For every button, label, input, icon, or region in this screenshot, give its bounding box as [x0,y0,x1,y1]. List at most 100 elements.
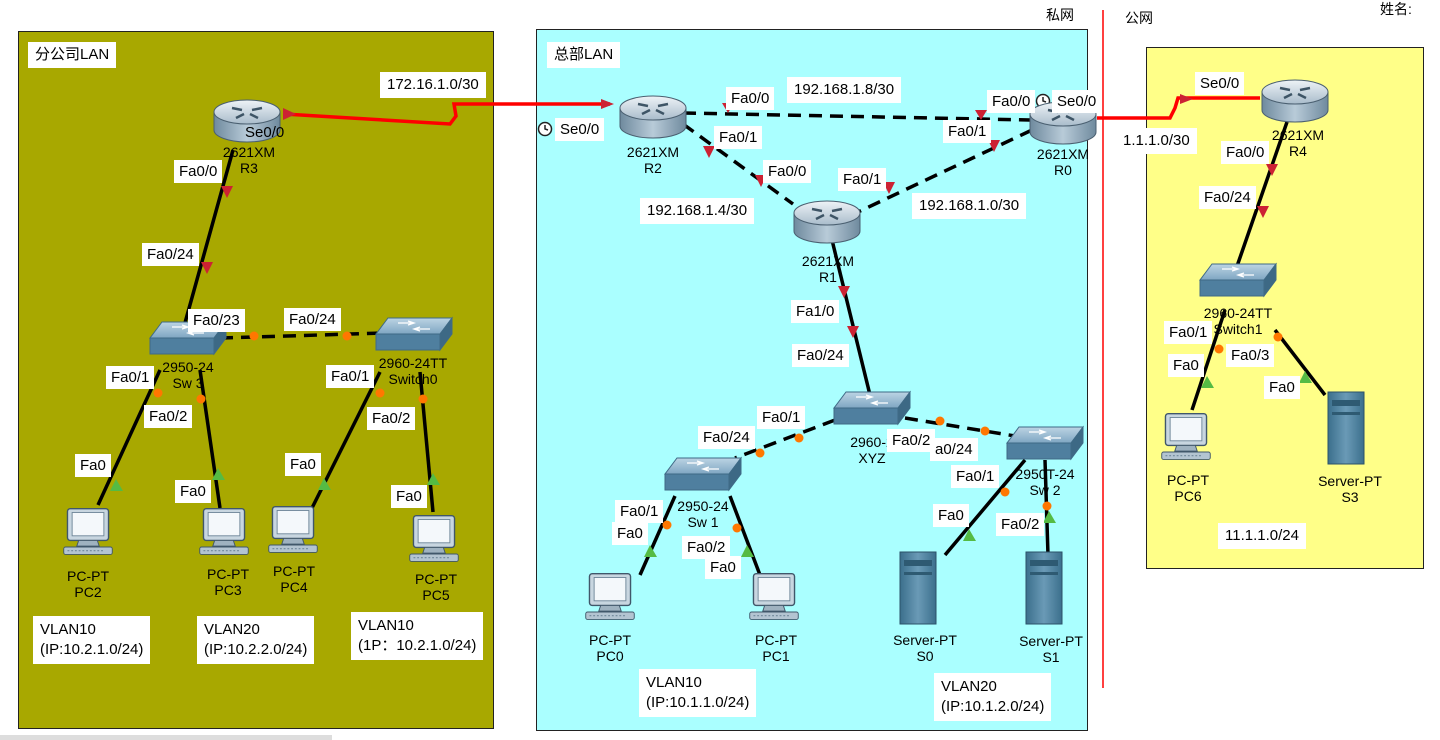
link-r3-sw3[interactable] [181,149,235,331]
port-label: Fa0/2 [996,513,1045,536]
subnet-label-r2-r0: 192.168.1.8/30 [787,77,902,103]
link-r2-r1[interactable] [681,122,795,206]
port-label: Se0/0 [1195,72,1245,95]
subnet-label-r3-r2: 172.16.1.0/30 [380,72,486,98]
link-up-markers [110,371,1312,557]
port-label: Fa0/24 [284,308,341,331]
link-sw3-pc2[interactable] [96,369,162,506]
subnet-label-r2-r1: 192.168.1.4/30 [640,198,755,224]
pc-icon-pc3[interactable] [199,508,249,556]
name-label: 姓名: [1376,0,1416,21]
port-label: Fa0/2 [144,405,193,428]
port-label: Fa0/0 [987,90,1036,113]
port-label: Fa0 [285,453,321,476]
link-xyz-sw1[interactable] [734,418,836,460]
router-icon-r1[interactable] [792,199,862,245]
link-sw1-pc0[interactable] [638,495,677,576]
port-label: Fa1/0 [791,300,840,323]
link-switch1-s3[interactable] [1273,328,1327,397]
port-label: Fa0/1 [951,465,1000,488]
link-r0-r1[interactable] [857,128,1033,214]
port-label: Fa0/1 [1164,321,1213,344]
switch-icon-switch0[interactable] [375,317,453,351]
port-label: Fa0 [933,504,969,527]
pc-icon-pc4[interactable] [268,506,318,554]
clock-icon [537,121,553,137]
port-label: Fa0 [391,485,427,508]
port-label: Fa0 [612,522,648,545]
subnet-label-public-lan: 11.1.1.0/24 [1218,523,1306,549]
vlan-label-pc01: VLAN10 (IP:10.1.1.0/24) [639,669,757,717]
port-label: Fa0/0 [726,87,775,110]
serial-link-r3-r2[interactable] [283,102,610,126]
link-sw3-pc3[interactable] [198,369,222,509]
server-icon-s0[interactable] [899,551,937,625]
switch-icon-switch1[interactable] [1199,263,1277,297]
server-icon-s1[interactable] [1025,551,1063,625]
port-label: Fa0/23 [188,309,245,332]
link-sw2-s0[interactable] [943,458,1027,557]
link-r2-r0[interactable] [682,111,1031,122]
port-label: Fa0/0 [174,160,223,183]
port-label: Fa0/1 [757,406,806,429]
vlan-label-pc3: VLAN20 (IP:10.2.2.0/24) [197,616,315,664]
router-icon-r2[interactable] [618,94,688,140]
branch-lan-title: 分公司LAN [28,42,117,68]
pc-icon-pc1[interactable] [749,573,799,621]
pc-icon-pc2[interactable] [63,508,113,556]
link-switch1-pc6[interactable] [1190,309,1227,411]
port-label: Se0/0 [245,124,285,141]
link-xyz-sw2[interactable] [904,416,1016,438]
switch-icon-xyz[interactable] [833,391,911,425]
vlan-label-pc2: VLAN10 (IP:10.2.1.0/24) [33,616,151,664]
port-label: Se0/0 [1052,90,1102,113]
port-label: Fa0/1 [106,366,155,389]
port-label: a0/24 [930,438,978,461]
link-sw3-sw0[interactable] [219,331,386,340]
port-label: Fa0/2 [367,407,416,430]
port-label: Fa0/2 [682,536,731,559]
port-label: Fa0 [705,556,741,579]
server-icon-s3[interactable] [1327,391,1365,465]
pc-icon-pc0[interactable] [585,573,635,621]
port-label: Fa0 [1168,354,1204,377]
port-label: Fa0/1 [714,126,763,149]
port-label: Fa0/3 [1226,344,1275,367]
router-icon-r4[interactable] [1260,78,1330,124]
link-sw1-pc1[interactable] [728,495,762,576]
link-r4-switch1[interactable] [1233,121,1289,273]
pc-icon-pc6[interactable] [1161,413,1211,461]
pc-icon-pc5[interactable] [409,515,459,563]
port-label: Fa0/2 [887,429,936,452]
port-label: Fa0/0 [1221,141,1270,164]
switch-icon-sw2[interactable] [1006,426,1084,460]
switch-icon-sw1[interactable] [664,457,742,491]
port-label: Se0/0 [555,118,605,141]
bottom-scrollbar[interactable] [0,735,332,740]
private-network-label: 私网 [1042,3,1078,27]
subnet-label-r0-r4: 1.1.1.0/30 [1116,128,1197,154]
port-label: Fa0 [175,480,211,503]
link-r1-xyz[interactable] [830,239,872,396]
serial-link-r0-r4[interactable] [1097,96,1260,120]
